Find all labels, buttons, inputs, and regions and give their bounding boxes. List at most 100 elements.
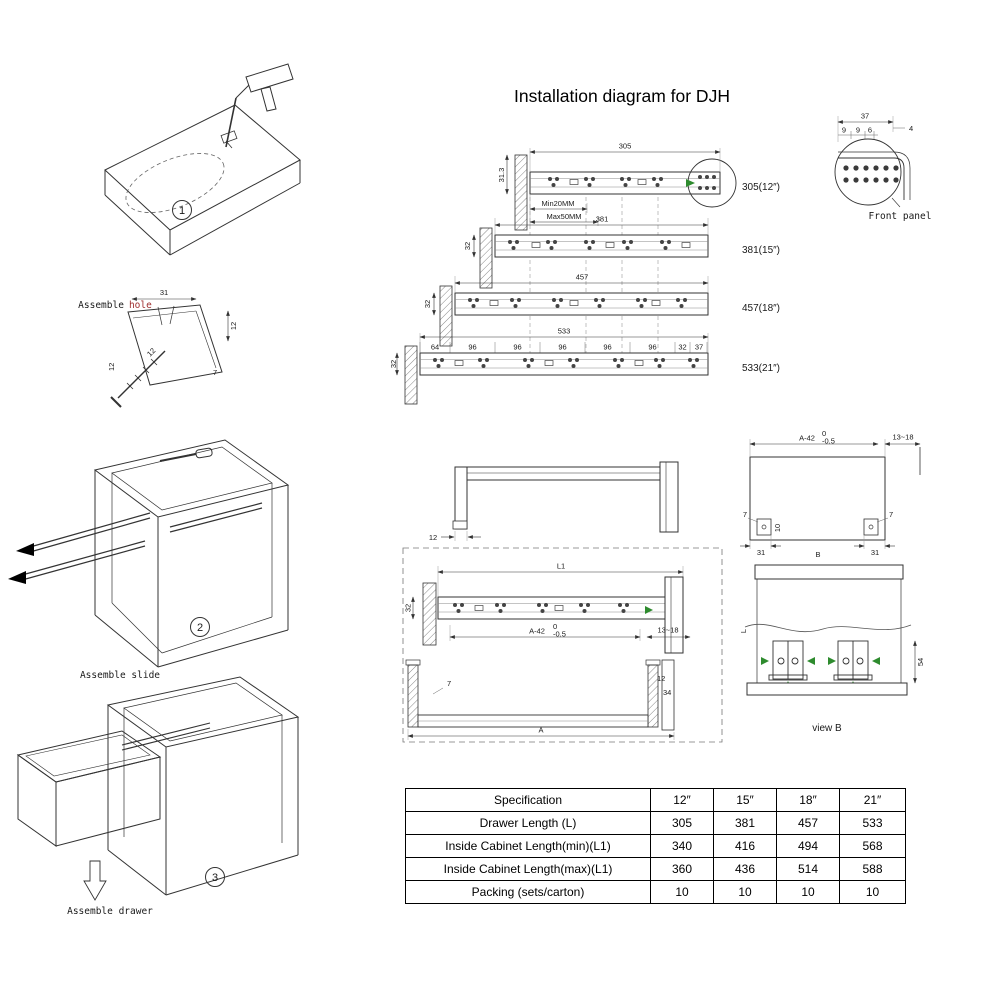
dim-label: 96: [603, 343, 611, 352]
table-row-cabinet-min: Inside Cabinet Length(min)(L1) 340 416 4…: [405, 834, 906, 858]
dim-label: 13~18: [657, 626, 678, 635]
dim-label: 32: [678, 343, 686, 352]
step-label-part: Assemble: [78, 300, 124, 311]
section-views-drawing: 12 A-42 0 -0.5 13~18 7 10 7 31 31 B: [402, 429, 925, 743]
step-label-part: hole: [129, 300, 152, 311]
dim-label: 7: [743, 510, 747, 519]
drill-icon: [225, 63, 294, 148]
table-cell: 416: [713, 834, 777, 858]
dim-label: 7: [213, 368, 217, 377]
view-b-drawing: 54 L view B: [739, 564, 925, 734]
tolerance-label: -0.5: [822, 437, 835, 446]
step-number-circle: [205, 867, 225, 887]
table-cell: 494: [776, 834, 840, 858]
col-header-12: 12″: [650, 788, 714, 812]
cabinet-section-view: L1 32 A-42 0 -0.5 13~18 7: [402, 547, 723, 743]
dim-label: 31: [871, 548, 879, 557]
dim-label: 12: [429, 533, 437, 542]
size-label: 381(15″): [742, 245, 780, 256]
rail-381: 381 32 381(15″): [463, 215, 780, 289]
dim-label: A-42: [529, 627, 545, 636]
detail-circle: [834, 138, 902, 206]
table-cell: 340: [650, 834, 714, 858]
table-row-packing: Packing (sets/carton) 10 10 10 10: [405, 880, 906, 904]
table-row-drawer-length: Drawer Length (L) 305 381 457 533: [405, 811, 906, 835]
table-cell: 514: [776, 857, 840, 881]
segment-ticks: [419, 342, 708, 353]
height-dim: 31.3: [497, 168, 506, 183]
screwdriver-icon: [159, 447, 213, 462]
length-dim: 381: [596, 215, 609, 224]
size-label: 457(18″): [742, 303, 780, 314]
insert-arrow-icon: [8, 571, 26, 584]
rail-holes: [548, 177, 663, 187]
mounting-brackets: [768, 640, 873, 681]
step-label: Assemble slide: [80, 670, 160, 681]
rail-457: 457 32 457(18″): [423, 273, 780, 347]
col-header-21: 21″: [839, 788, 906, 812]
row-label: Inside Cabinet Length(min)(L1): [405, 834, 651, 858]
cabinet-illustration: [93, 439, 290, 668]
step-number-circle: [190, 617, 210, 637]
length-dim: 533: [558, 327, 571, 336]
table-cell: 533: [839, 811, 906, 835]
dim-label: 9: [842, 126, 846, 135]
front-panel-detail: 37 9 9 6 4 Front panel: [834, 112, 932, 222]
panel-holes: [843, 165, 899, 183]
dim-label: 12: [145, 346, 157, 358]
step-label: Assemble hole: [78, 300, 152, 311]
table-cell: 588: [839, 857, 906, 881]
dim-label: 12: [107, 363, 116, 371]
height-dim: 32: [423, 300, 432, 308]
table-cell: 10: [713, 880, 777, 904]
length-dim: 305: [619, 142, 632, 151]
dim-label: 64: [431, 343, 439, 352]
dim-label: 31: [160, 288, 168, 297]
col-header-18: 18″: [776, 788, 840, 812]
dim-label: 96: [558, 343, 566, 352]
height-dim: 32: [390, 360, 398, 368]
col-header-specification: Specification: [405, 788, 651, 812]
dim-label: 96: [648, 343, 656, 352]
screw-detail-dims: 31 12 7 12 12: [107, 288, 238, 377]
step-number: 3: [212, 872, 218, 884]
dim-label: L: [739, 629, 748, 633]
table-row-cabinet-max: Inside Cabinet Length(max)(L1) 360 436 5…: [405, 857, 906, 881]
table-cell: 10: [650, 880, 714, 904]
spec-table: Specification 12″ 15″ 18″ 21″ Drawer Len…: [405, 788, 906, 904]
tolerance-label: 0: [553, 622, 557, 631]
table-cell: 305: [650, 811, 714, 835]
slide-lengths-drawing: 305 31.3 305(12″) Min20MM Max50MM 381: [390, 142, 780, 405]
row-label: Drawer Length (L): [405, 811, 651, 835]
dim-label: 7: [889, 510, 893, 519]
dim-label: A: [538, 726, 543, 735]
profile-dim-12: 12: [429, 531, 481, 542]
min-label: Min20MM: [542, 199, 575, 208]
table-cell: 457: [776, 811, 840, 835]
dim-label: 7: [447, 679, 451, 688]
table-cell: 381: [713, 811, 777, 835]
size-label: 305(12″): [742, 182, 780, 193]
tolerance-label: -0.5: [553, 630, 566, 639]
dim-label: 10: [773, 524, 782, 532]
cabinet-illustration: [106, 676, 300, 896]
dim-label: 37: [695, 343, 703, 352]
step-number: 2: [197, 622, 203, 634]
cabinet-top-view: A-42 0 -0.5 13~18 7 10 7 31 31 B: [740, 429, 921, 559]
height-dim: 32: [463, 242, 472, 250]
drawer-illustration: [16, 722, 211, 901]
insert-arrow-icon: [16, 543, 34, 556]
dim-label: A-42: [799, 434, 815, 443]
rail-533: 533 64 96 96 96 96 96 32 37: [390, 327, 780, 405]
dim-label: 12: [229, 322, 238, 330]
segment-dims: 64 96 96 96 96 96 32 37: [431, 343, 703, 352]
step-number-circle: [172, 200, 192, 220]
dim-label: 96: [468, 343, 476, 352]
down-arrow-icon: [83, 860, 107, 901]
table-cell: 360: [650, 857, 714, 881]
dim-label: 37: [861, 112, 869, 121]
view-b-label: view B: [812, 723, 842, 734]
screw-detail-illustration: [110, 304, 223, 408]
front-panel-label: Front panel: [869, 211, 932, 222]
